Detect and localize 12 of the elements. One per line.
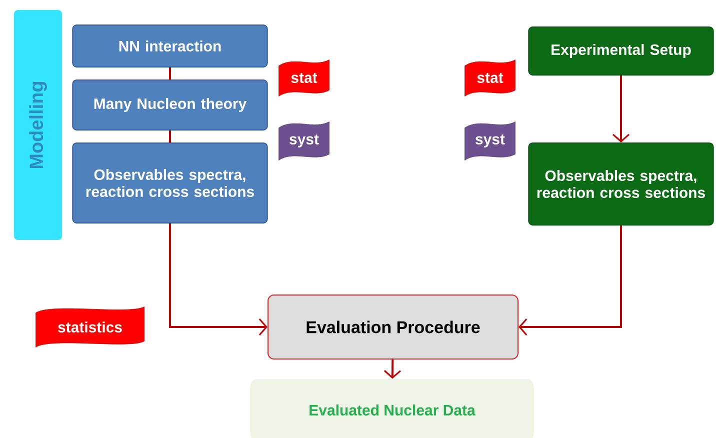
arrow [169, 224, 268, 336]
arrow [518, 226, 622, 336]
process-box: Evaluation Procedure [268, 294, 518, 360]
vertical-label-box: Modelling [14, 10, 62, 240]
arrow [612, 76, 630, 142]
process-box: Observables spectra, reaction cross sections [528, 142, 714, 226]
process-box: Experimental Setup [528, 26, 714, 76]
result-box: Evaluated Nuclear Data [250, 379, 534, 438]
process-box: Many Nucleon theory [72, 80, 268, 130]
process-box: Observables spectra, reaction cross sections [72, 142, 268, 224]
process-box: NN interaction [72, 24, 268, 68]
arrow [384, 359, 401, 379]
